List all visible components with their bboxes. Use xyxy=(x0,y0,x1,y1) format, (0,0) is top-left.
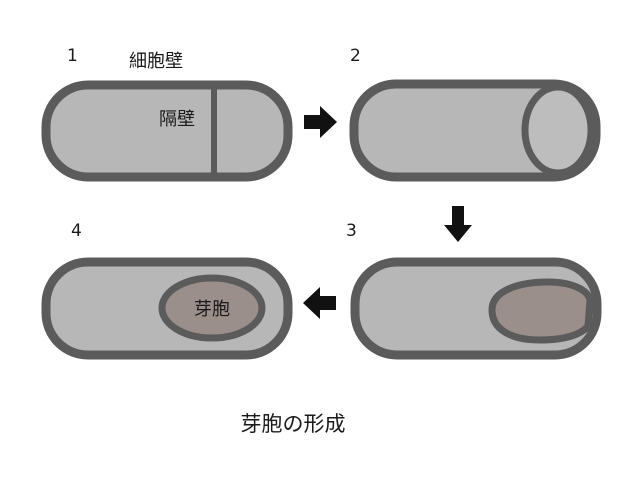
mature-spore xyxy=(158,274,266,342)
arrow-left-icon xyxy=(303,287,336,319)
spore-label: 芽胞 xyxy=(194,299,230,320)
cell-body xyxy=(41,80,293,182)
step-number-4: 4 xyxy=(71,221,82,241)
cell-wall-label: 細胞壁 xyxy=(129,51,183,72)
arrow-down-icon xyxy=(444,206,472,242)
cell-step-4 xyxy=(41,257,293,360)
cell-step-1 xyxy=(41,80,293,182)
developing-spore xyxy=(488,278,594,344)
septum-label: 隔壁 xyxy=(159,109,195,130)
forespore xyxy=(521,83,595,177)
diagram-caption: 芽胞の形成 xyxy=(241,412,346,436)
step-number-3: 3 xyxy=(346,221,357,241)
arrow-right-icon xyxy=(304,106,337,138)
cell-step-3 xyxy=(350,257,602,360)
step-number-2: 2 xyxy=(350,46,361,66)
cell-step-2 xyxy=(349,79,601,182)
step-number-1: 1 xyxy=(67,46,78,66)
